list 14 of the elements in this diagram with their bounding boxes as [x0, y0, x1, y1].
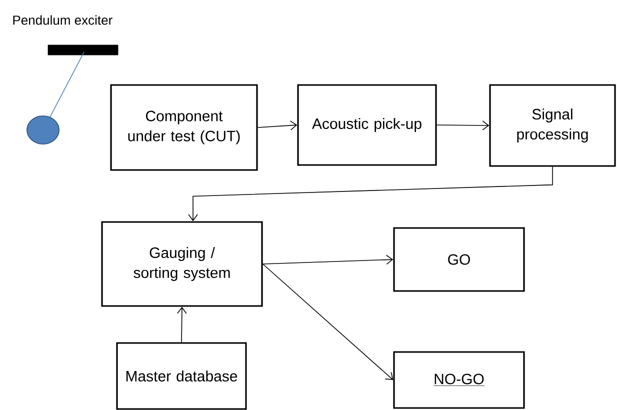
caption-label: Pendulum exciter [13, 15, 112, 25]
process-box: Signal processing [489, 84, 616, 167]
arrow [262, 264, 394, 380]
process-box: Master database [116, 342, 247, 410]
process-box: Gauging / sorting system [101, 221, 263, 307]
process-box: NO-GO [393, 351, 525, 409]
arrow [188, 166, 553, 222]
arrow [257, 120, 298, 130]
process-box: Acoustic pick-up [297, 84, 437, 166]
arrow [436, 120, 490, 130]
arrow [262, 254, 394, 265]
arrow [177, 306, 187, 343]
process-box: GO [393, 227, 525, 292]
process-box: Component under test (CUT) [110, 84, 258, 171]
